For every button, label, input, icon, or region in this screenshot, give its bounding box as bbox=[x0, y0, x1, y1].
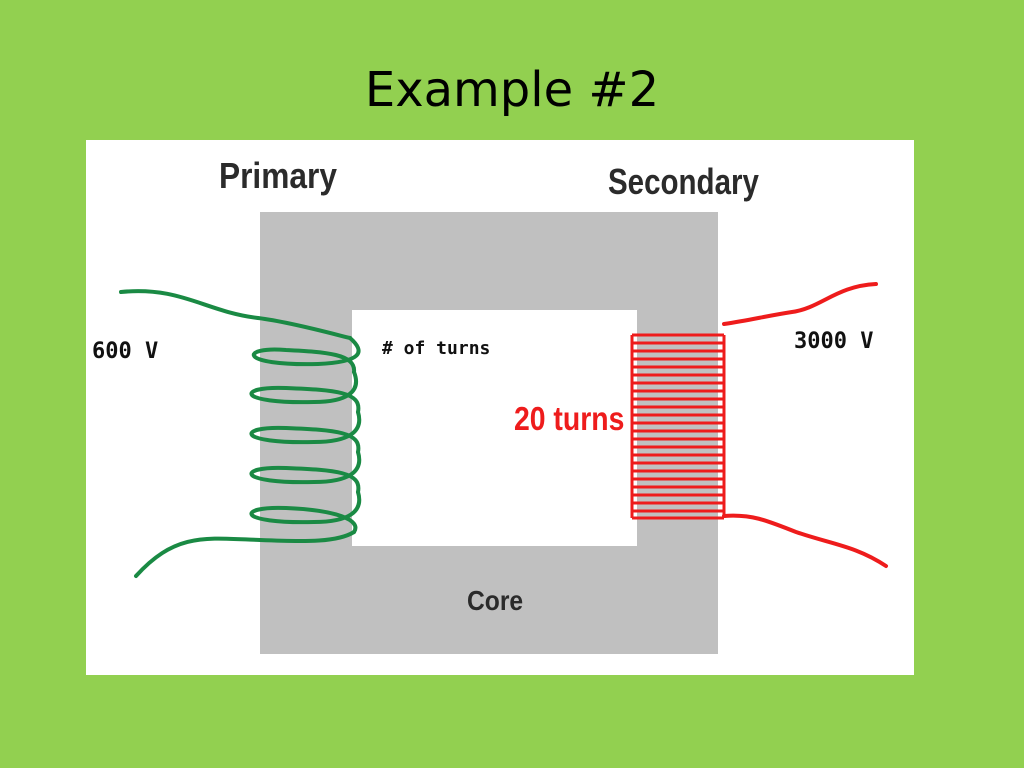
secondary-turns-label: 20 turns bbox=[514, 400, 624, 438]
slide-title: Example #2 bbox=[364, 62, 660, 118]
secondary-leads bbox=[722, 282, 888, 568]
primary-voltage-label: 600 V bbox=[92, 339, 158, 364]
primary-label: Primary bbox=[219, 156, 337, 196]
transformer-diagram: Primary Secondary Core 600 V 3000 V # of… bbox=[86, 140, 914, 675]
transformer-diagram-svg: Primary Secondary Core 600 V 3000 V # of… bbox=[92, 156, 888, 654]
primary-coil bbox=[119, 289, 362, 578]
secondary-coil bbox=[630, 333, 726, 520]
secondary-label: Secondary bbox=[608, 161, 760, 201]
primary-turns-label: # of turns bbox=[382, 338, 490, 359]
core-label: Core bbox=[467, 585, 523, 617]
secondary-voltage-label: 3000 V bbox=[794, 329, 873, 354]
